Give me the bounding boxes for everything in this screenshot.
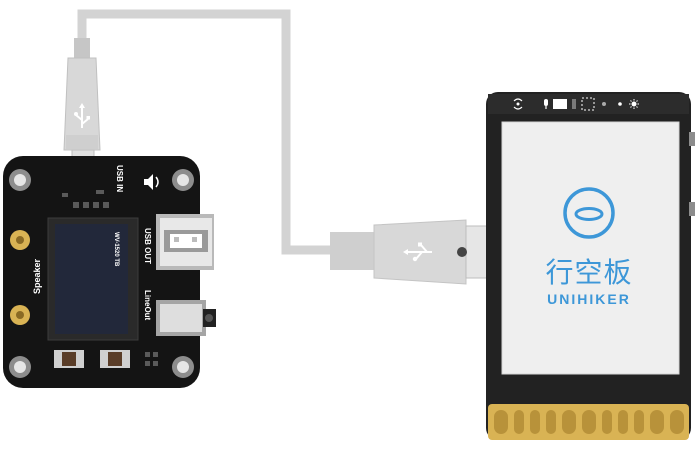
unihiker-device: 行空板 UNIHIKER bbox=[486, 92, 695, 440]
connector-led bbox=[457, 247, 467, 257]
usb-in-label: USB IN bbox=[115, 165, 124, 192]
audio-board: Speaker WV-1520 TB USB IN USB OUT bbox=[3, 156, 216, 388]
usb-icon bbox=[74, 103, 90, 128]
audio-jack bbox=[156, 300, 216, 336]
usb-out-label: USB OUT bbox=[143, 228, 152, 264]
wifi-icon bbox=[513, 98, 523, 110]
usb-out-port bbox=[156, 214, 214, 270]
mic-icon bbox=[544, 99, 548, 109]
device-screen bbox=[502, 122, 679, 374]
brand-logo-icon bbox=[563, 187, 615, 239]
brand-name-en: UNIHIKER bbox=[547, 291, 631, 307]
speaker-icon bbox=[144, 174, 159, 190]
light-icon bbox=[629, 99, 639, 109]
speaker-label: Speaker bbox=[32, 258, 42, 294]
usb-icon bbox=[403, 242, 432, 262]
side-button[interactable] bbox=[689, 202, 695, 216]
usb-cable bbox=[77, 9, 340, 255]
sensor-window bbox=[553, 99, 567, 109]
brand-name-cn: 行空板 bbox=[545, 256, 632, 289]
module-marking: WV-1520 TB bbox=[113, 232, 119, 267]
lineout-label: LineOut bbox=[143, 290, 152, 321]
lcd-screen bbox=[55, 224, 128, 334]
edge-connector bbox=[488, 404, 689, 440]
usb-connector-right bbox=[330, 219, 489, 285]
side-button[interactable] bbox=[689, 132, 695, 146]
